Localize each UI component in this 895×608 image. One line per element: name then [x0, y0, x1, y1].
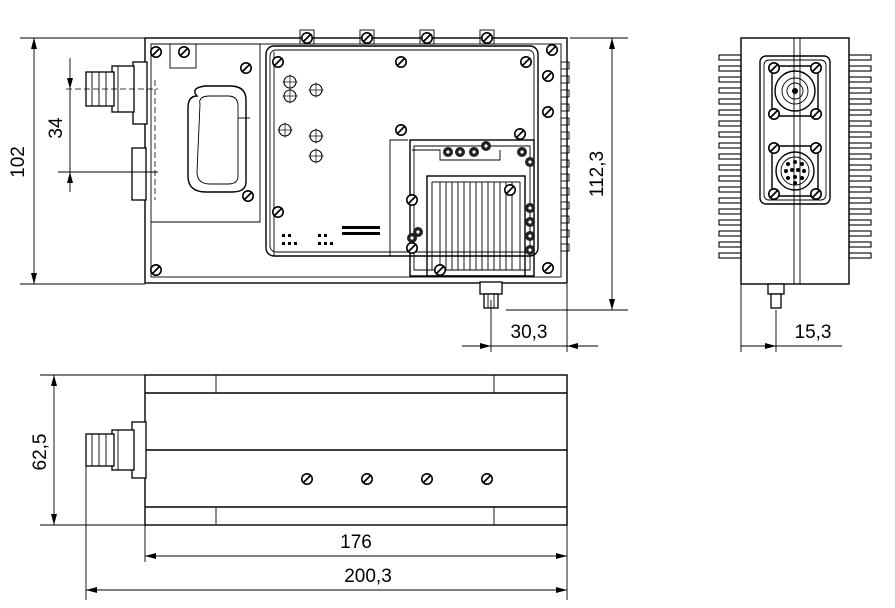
pcb-board [265, 45, 539, 257]
top-view: 102 34 112,3 30,3 [8, 29, 628, 352]
dimension-102: 102 [8, 37, 145, 285]
n-type-connector [767, 61, 823, 121]
multipin-connector [767, 141, 823, 201]
side-view-body [740, 37, 850, 285]
dimension-label-112-3: 112,3 [587, 151, 608, 197]
dimension-label-30-3: 30,3 [511, 322, 548, 343]
heatsink-module [426, 175, 526, 277]
front-view: 62,5 176 200,3 [30, 374, 568, 600]
dimension-30-3: 30,3 [462, 284, 598, 352]
dimension-label-62-5: 62,5 [30, 434, 51, 471]
side-view-bottom-connector [767, 283, 785, 309]
board-holes [276, 73, 325, 165]
front-view-screws [300, 472, 494, 486]
dimension-112-3: 112,3 [506, 37, 628, 311]
dimension-62-5: 62,5 [30, 374, 145, 526]
dimension-34: 34 [46, 58, 158, 192]
board-dots [407, 141, 535, 255]
rf-connector-bottom [479, 281, 503, 309]
side-view-fins-right [848, 54, 872, 259]
dimension-label-34: 34 [46, 117, 67, 139]
side-view: 15,3 [718, 37, 872, 352]
side-fins [560, 61, 570, 252]
front-view-connector [85, 421, 147, 479]
dimension-15-3: 15,3 [740, 284, 842, 352]
dimension-label-15-3: 15,3 [795, 322, 832, 343]
top-screw-bosses [299, 29, 495, 45]
dimension-label-102: 102 [8, 146, 29, 178]
housing-outline [144, 37, 568, 284]
dimension-label-176: 176 [340, 532, 372, 553]
dimension-176: 176 [144, 525, 568, 600]
dimension-200-3: 200,3 [85, 466, 567, 600]
side-view-fins-left [718, 54, 742, 259]
board-silkscreen [282, 226, 380, 245]
dimension-label-200-3: 200,3 [344, 566, 392, 587]
